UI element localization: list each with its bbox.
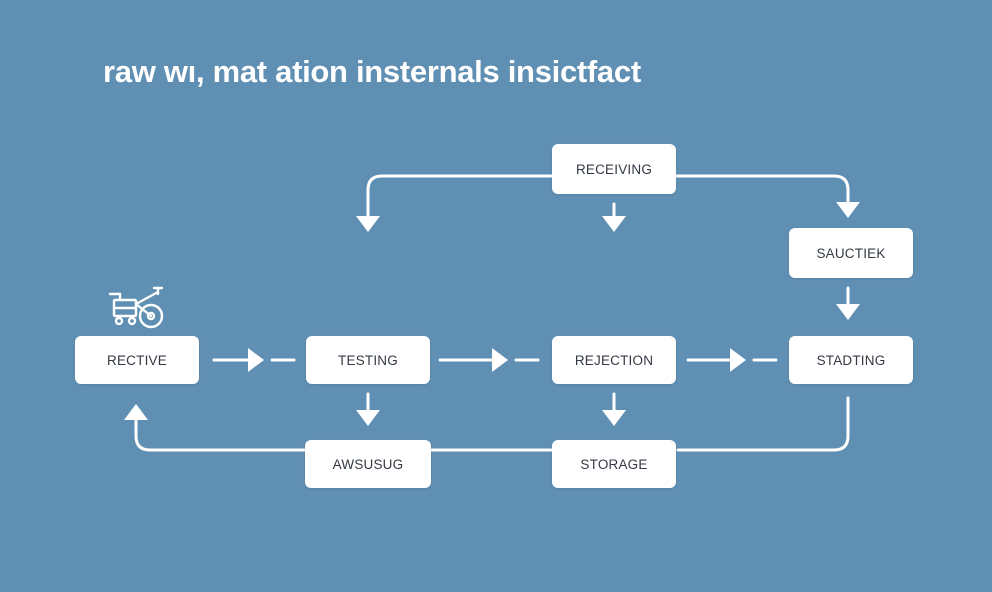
node-awsusug: AWSUSUG [305, 440, 431, 488]
node-stadting: STADTING [789, 336, 913, 384]
node-testing: TESTING [306, 336, 430, 384]
connector-receiving-right [674, 174, 850, 216]
connector-stadting-bottom [676, 396, 850, 452]
arrowhead-down-left [356, 216, 380, 232]
diagram-title: raw wı, mat ation insternals insictfact [103, 54, 641, 89]
arrowhead-down-receiving [602, 216, 626, 232]
node-sauctiek: SAUCTIEK [789, 228, 913, 278]
arrowhead-right-1 [248, 348, 264, 372]
node-rejection: REJECTION [552, 336, 676, 384]
bicycle-cart-icon [108, 286, 164, 329]
arrowhead-right-3 [730, 348, 746, 372]
node-receiving: RECEIVING [552, 144, 676, 194]
arrowhead-up-rective [124, 404, 148, 420]
connector-receiving-left [366, 174, 554, 230]
arrowhead-down-right [836, 202, 860, 218]
arrowhead-down-rejection [602, 410, 626, 426]
arrowhead-down-sauctiek [836, 304, 860, 320]
node-rective: RECTIVE [75, 336, 199, 384]
node-storage: STORAGE [552, 440, 676, 488]
arrowhead-down-testing [356, 410, 380, 426]
arrowhead-right-2 [492, 348, 508, 372]
connector-awsusug-rective [134, 410, 306, 452]
